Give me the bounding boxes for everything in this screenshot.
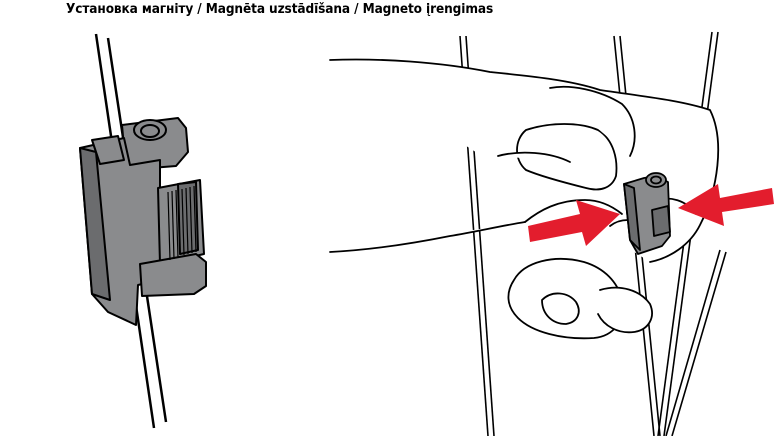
magnet-closeup-illustration: [0, 0, 260, 436]
hand-installing-magnet-illustration: [300, 0, 776, 436]
magnet-shape: [624, 173, 670, 254]
